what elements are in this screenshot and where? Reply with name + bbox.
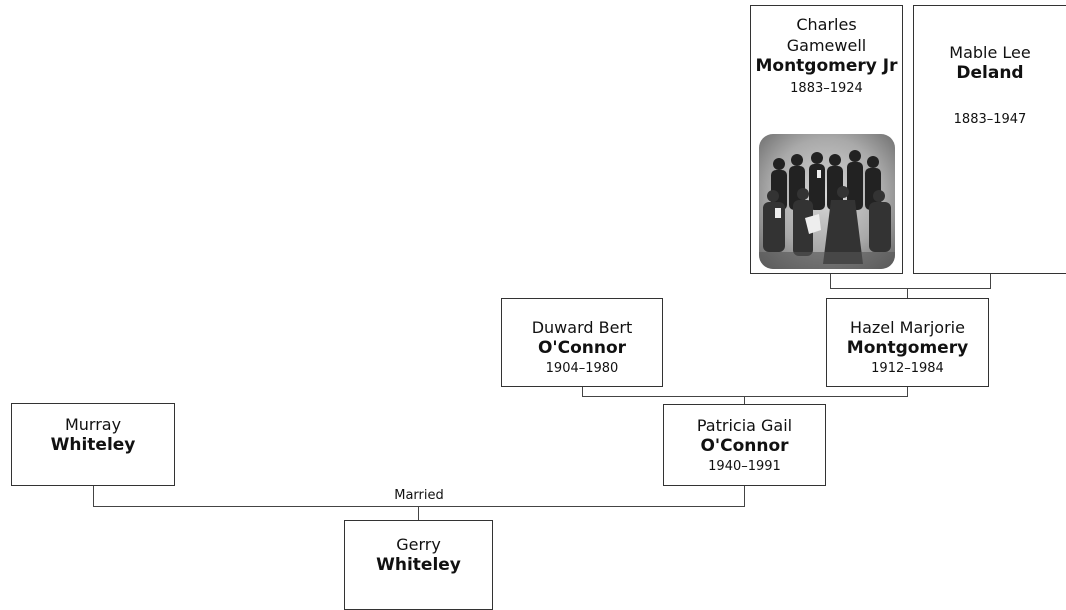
life-years: 1883–1947: [953, 112, 1027, 127]
given-name: Hazel Marjorie: [850, 318, 965, 337]
connector-line: [582, 396, 908, 397]
given-name: Duward Bert: [531, 318, 633, 337]
connector-line: [990, 274, 991, 288]
connector-line: [830, 274, 831, 288]
given-name: Patricia Gail: [696, 416, 793, 435]
connector-line: [418, 506, 419, 520]
person-card-gerry[interactable]: Gerry Whiteley: [344, 520, 493, 610]
surname: Whiteley: [376, 555, 461, 575]
married-label: Married: [386, 488, 452, 503]
life-years: 1883–1924: [790, 81, 863, 96]
person-card-murray[interactable]: Murray Whiteley: [11, 403, 175, 486]
surname: Montgomery: [846, 338, 969, 358]
person-card-hazel[interactable]: Hazel Marjorie Montgomery 1912–1984: [826, 298, 989, 387]
surname: Whiteley: [50, 435, 136, 455]
life-years: 1904–1980: [545, 361, 619, 376]
connector-line: [93, 506, 745, 507]
connector-line: [830, 288, 991, 289]
person-card-duward[interactable]: Duward Bert O'Connor 1904–1980: [501, 298, 663, 387]
given-name: Mable Lee: [949, 43, 1031, 62]
connector-line: [907, 387, 908, 396]
connector-line: [744, 486, 745, 506]
person-card-charles[interactable]: Charles Gamewell Montgomery Jr 1883–1924: [750, 5, 903, 274]
connector-line: [744, 396, 745, 404]
life-years: 1940–1991: [708, 459, 781, 474]
family-photo-image: [759, 134, 895, 269]
person-card-mable[interactable]: Mable Lee Deland 1883–1947: [913, 5, 1066, 274]
connector-line: [582, 387, 583, 396]
given-name: Charles Gamewell: [786, 15, 867, 55]
surname: Deland: [956, 63, 1024, 83]
life-years: 1912–1984: [871, 361, 944, 376]
given-name: Gerry: [396, 535, 441, 554]
connector-line: [93, 486, 94, 506]
surname: Montgomery Jr: [755, 56, 898, 76]
surname: O'Connor: [700, 436, 789, 456]
person-card-patricia[interactable]: Patricia Gail O'Connor 1940–1991: [663, 404, 826, 486]
connector-line: [907, 288, 908, 300]
family-photo[interactable]: [759, 134, 895, 269]
surname: O'Connor: [537, 338, 627, 358]
given-name: Murray: [64, 415, 122, 434]
